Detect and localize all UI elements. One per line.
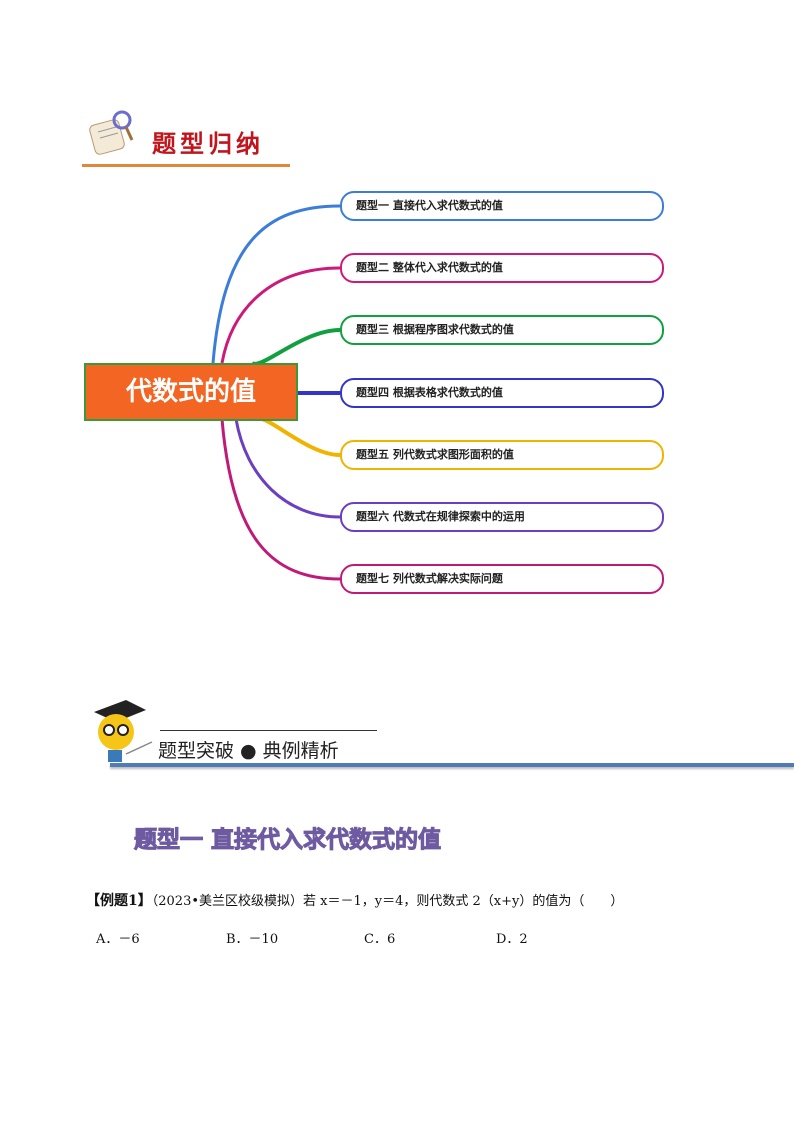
notepad-magnifier-icon [89, 110, 134, 155]
option-a: A．－6 [96, 932, 140, 947]
connector-2 [220, 266, 341, 364]
example-text: （2023•美兰区校级模拟）若 x＝－1，y＝4，则代数式 2（x+y）的值为（… [151, 894, 624, 909]
option-d: D．2 [496, 932, 528, 947]
type-heading: 题型一 直接代入求代数式的值 [133, 827, 442, 854]
divider [160, 730, 377, 731]
mascot-graduate-icon [94, 700, 153, 762]
mindmap-node-7: 题型七 列代数式解决实际问题 [340, 564, 664, 594]
connector-5 [257, 416, 341, 457]
mindmap-connectors [211, 204, 341, 581]
section-title: 题型突破 ● 典例精析 [158, 740, 339, 762]
mindmap-node-6: 题型六 代数式在规律探索中的运用 [340, 502, 664, 532]
connector-3 [250, 328, 341, 366]
divider [82, 164, 290, 167]
mindmap-node-3: 题型三 根据程序图求代数式的值 [340, 315, 664, 345]
connector-6 [234, 418, 341, 519]
option-b: B．－10 [226, 932, 279, 947]
mindmap-node-5: 题型五 列代数式求图形面积的值 [340, 440, 664, 470]
connector-1 [211, 204, 341, 364]
divider [110, 763, 794, 767]
example-question: 【例题1】（2023•美兰区校级模拟）若 x＝－1，y＝4，则代数式 2（x+y… [86, 890, 623, 910]
example-tag: 【例题1】 [86, 893, 152, 909]
option-c: C．6 [364, 932, 396, 947]
connector-7 [220, 418, 341, 581]
mindmap-node-1: 题型一 直接代入求代数式的值 [340, 191, 664, 221]
mindmap-node-4: 题型四 根据表格求代数式的值 [340, 378, 664, 408]
mindmap-center: 代数式的值 [84, 363, 298, 421]
mindmap-node-2: 题型二 整体代入求代数式的值 [340, 253, 664, 283]
section-title: 题型归纳 [152, 129, 264, 158]
